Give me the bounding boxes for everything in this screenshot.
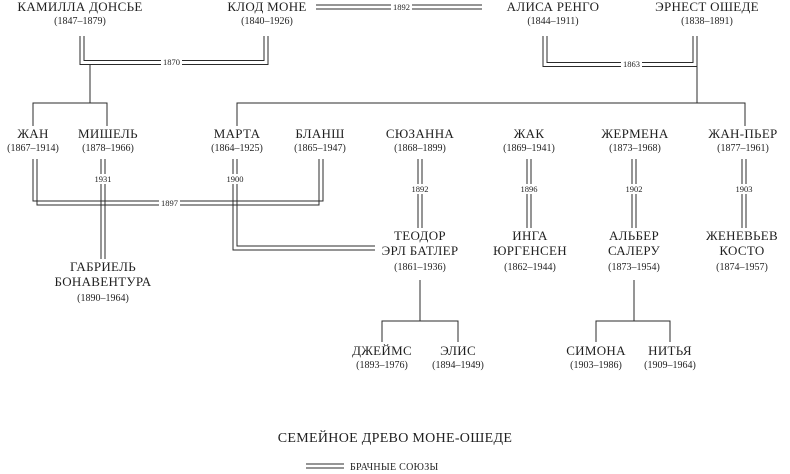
marriage-year-label: 1897 [159,198,180,208]
person-years: (1873–1954) [608,261,660,273]
person-name: МАРТА [213,126,261,141]
person-years: (1869–1941) [503,142,555,154]
person-suzanne: СЮЗАННА (1868–1899) [372,126,468,154]
person-years: (1844–1911) [527,15,579,27]
person-inga-jorgensen: ИНГА ЮРГЕНСЕН (1862–1944) [478,228,582,273]
person-years: (1867–1914) [7,142,59,154]
marriage-year-label: 1900 [224,174,246,184]
person-years: (1847–1879) [54,15,106,27]
person-name: НИТЬЯ [648,343,692,358]
person-name-line1: ЖЕНЕВЬЕВ [705,228,779,243]
descent-line-butler-children [381,280,459,342]
person-name: ЖАН-ПЬЕР [708,126,778,141]
person-years: (1861–1936) [394,261,446,273]
person-name: ЭЛИС [440,343,476,358]
person-name-line2: ЭРЛ БАТЛЕР [381,242,459,258]
person-theodore-earl-butler: ТЕОДОР ЭРЛ БАТЛЕР (1861–1936) [362,228,478,273]
person-simone: СИМОНА (1903–1986) [551,343,641,371]
marriage-year-label: 1896 [518,184,540,194]
person-years: (1893–1976) [356,359,408,371]
marriage-line-marthe-theodore [232,159,375,251]
person-jean: ЖАН (1867–1914) [0,126,66,154]
descent-line-monet-children [32,65,108,126]
person-germaine: ЖЕРМЕНА (1873–1968) [587,126,683,154]
person-genevieve-costadau: ЖЕНЕВЬЕВ КОСТО (1874–1957) [694,228,790,273]
person-years: (1865–1947) [294,142,346,154]
person-years: (1890–1964) [77,292,129,304]
marriage-year-label: 1892 [391,2,412,12]
person-name-line1: ГАБРИЕЛЬ [69,259,137,274]
person-name: КЛОД МОНЕ [227,0,307,14]
person-name: ЭРНЕСТ ОШЕДЕ [655,0,759,14]
diagram-title: СЕМЕЙНОЕ ДРЕВО МОНЕ-ОШЕДЕ [277,431,513,446]
person-years: (1862–1944) [504,261,556,273]
marriage-line-alisa-ernest [542,36,698,67]
person-name: СИМОНА [566,343,626,358]
marriage-year-label: 1903 [733,184,755,194]
person-name: ЖАН [17,126,49,141]
person-albert-salerou: АЛЬБЕР САЛЕРУ (1873–1954) [584,228,684,273]
person-james: ДЖЕЙМС (1893–1976) [337,343,427,371]
marriage-year-label: 1931 [92,174,114,184]
person-name: АЛИСА РЕНГО [506,0,600,14]
person-name-line1: ИНГА [512,228,548,243]
descent-line-hoschede-children [236,67,746,126]
person-name-line1: ТЕОДОР [394,228,446,243]
person-michel: МИШЕЛЬ (1878–1966) [68,126,148,154]
person-name: ЖАК [513,126,545,141]
person-kamilla-doncieux: КАМИЛЛА ДОНСЬЕ (1847–1879) [0,0,160,27]
marriage-year-label: 1870 [161,57,182,67]
person-name-line1: АЛЬБЕР [608,228,660,243]
person-blanche: БЛАНШ (1865–1947) [282,126,358,154]
person-name-line2: БОНАВЕНТУРА [54,273,152,289]
person-name-line2: ЮРГЕНСЕН [493,242,567,258]
person-years: (1894–1949) [432,359,484,371]
person-years: (1840–1926) [241,15,293,27]
legend-double-line-icon [306,463,344,469]
person-years: (1873–1968) [609,142,661,154]
person-name: КАМИЛЛА ДОНСЬЕ [17,0,143,14]
person-name: ДЖЕЙМС [352,343,412,358]
person-years: (1877–1961) [717,142,769,154]
legend-label: БРАЧНЫЕ СОЮЗЫ [350,462,439,473]
person-name: ЖЕРМЕНА [601,126,669,141]
person-years: (1878–1966) [82,142,134,154]
person-years: (1838–1891) [681,15,733,27]
person-name: СЮЗАННА [385,126,455,141]
marriage-year-label: 1902 [623,184,645,194]
marriage-year-label: 1863 [621,59,642,69]
person-alice: ЭЛИС (1894–1949) [418,343,498,371]
person-name: БЛАНШ [295,126,345,141]
person-years: (1909–1964) [644,359,696,371]
marriage-year-label: 1892 [409,184,431,194]
person-claude-monet: КЛОД МОНЕ (1840–1926) [192,0,342,27]
person-jacques: ЖАК (1869–1941) [490,126,568,154]
descent-line-salerou-children [595,280,671,342]
person-gabrielle-bonaventure: ГАБРИЕЛЬ БОНАВЕНТУРА (1890–1964) [38,259,168,304]
person-nitia: НИТЬЯ (1909–1964) [630,343,710,371]
person-alisa-raingo: АЛИСА РЕНГО (1844–1911) [478,0,628,27]
person-years: (1874–1957) [716,261,768,273]
person-ernest-hoschede: ЭРНЕСТ ОШЕДЕ (1838–1891) [632,0,782,27]
person-name-line2: САЛЕРУ [607,242,661,258]
person-years: (1864–1925) [211,142,263,154]
person-years: (1868–1899) [394,142,446,154]
person-name: МИШЕЛЬ [78,126,138,141]
person-jean-pierre: ЖАН-ПЬЕР (1877–1961) [696,126,790,154]
person-years: (1903–1986) [570,359,622,371]
person-marthe: МАРТА (1864–1925) [200,126,274,154]
person-name-line2: КОСТО [719,242,765,258]
